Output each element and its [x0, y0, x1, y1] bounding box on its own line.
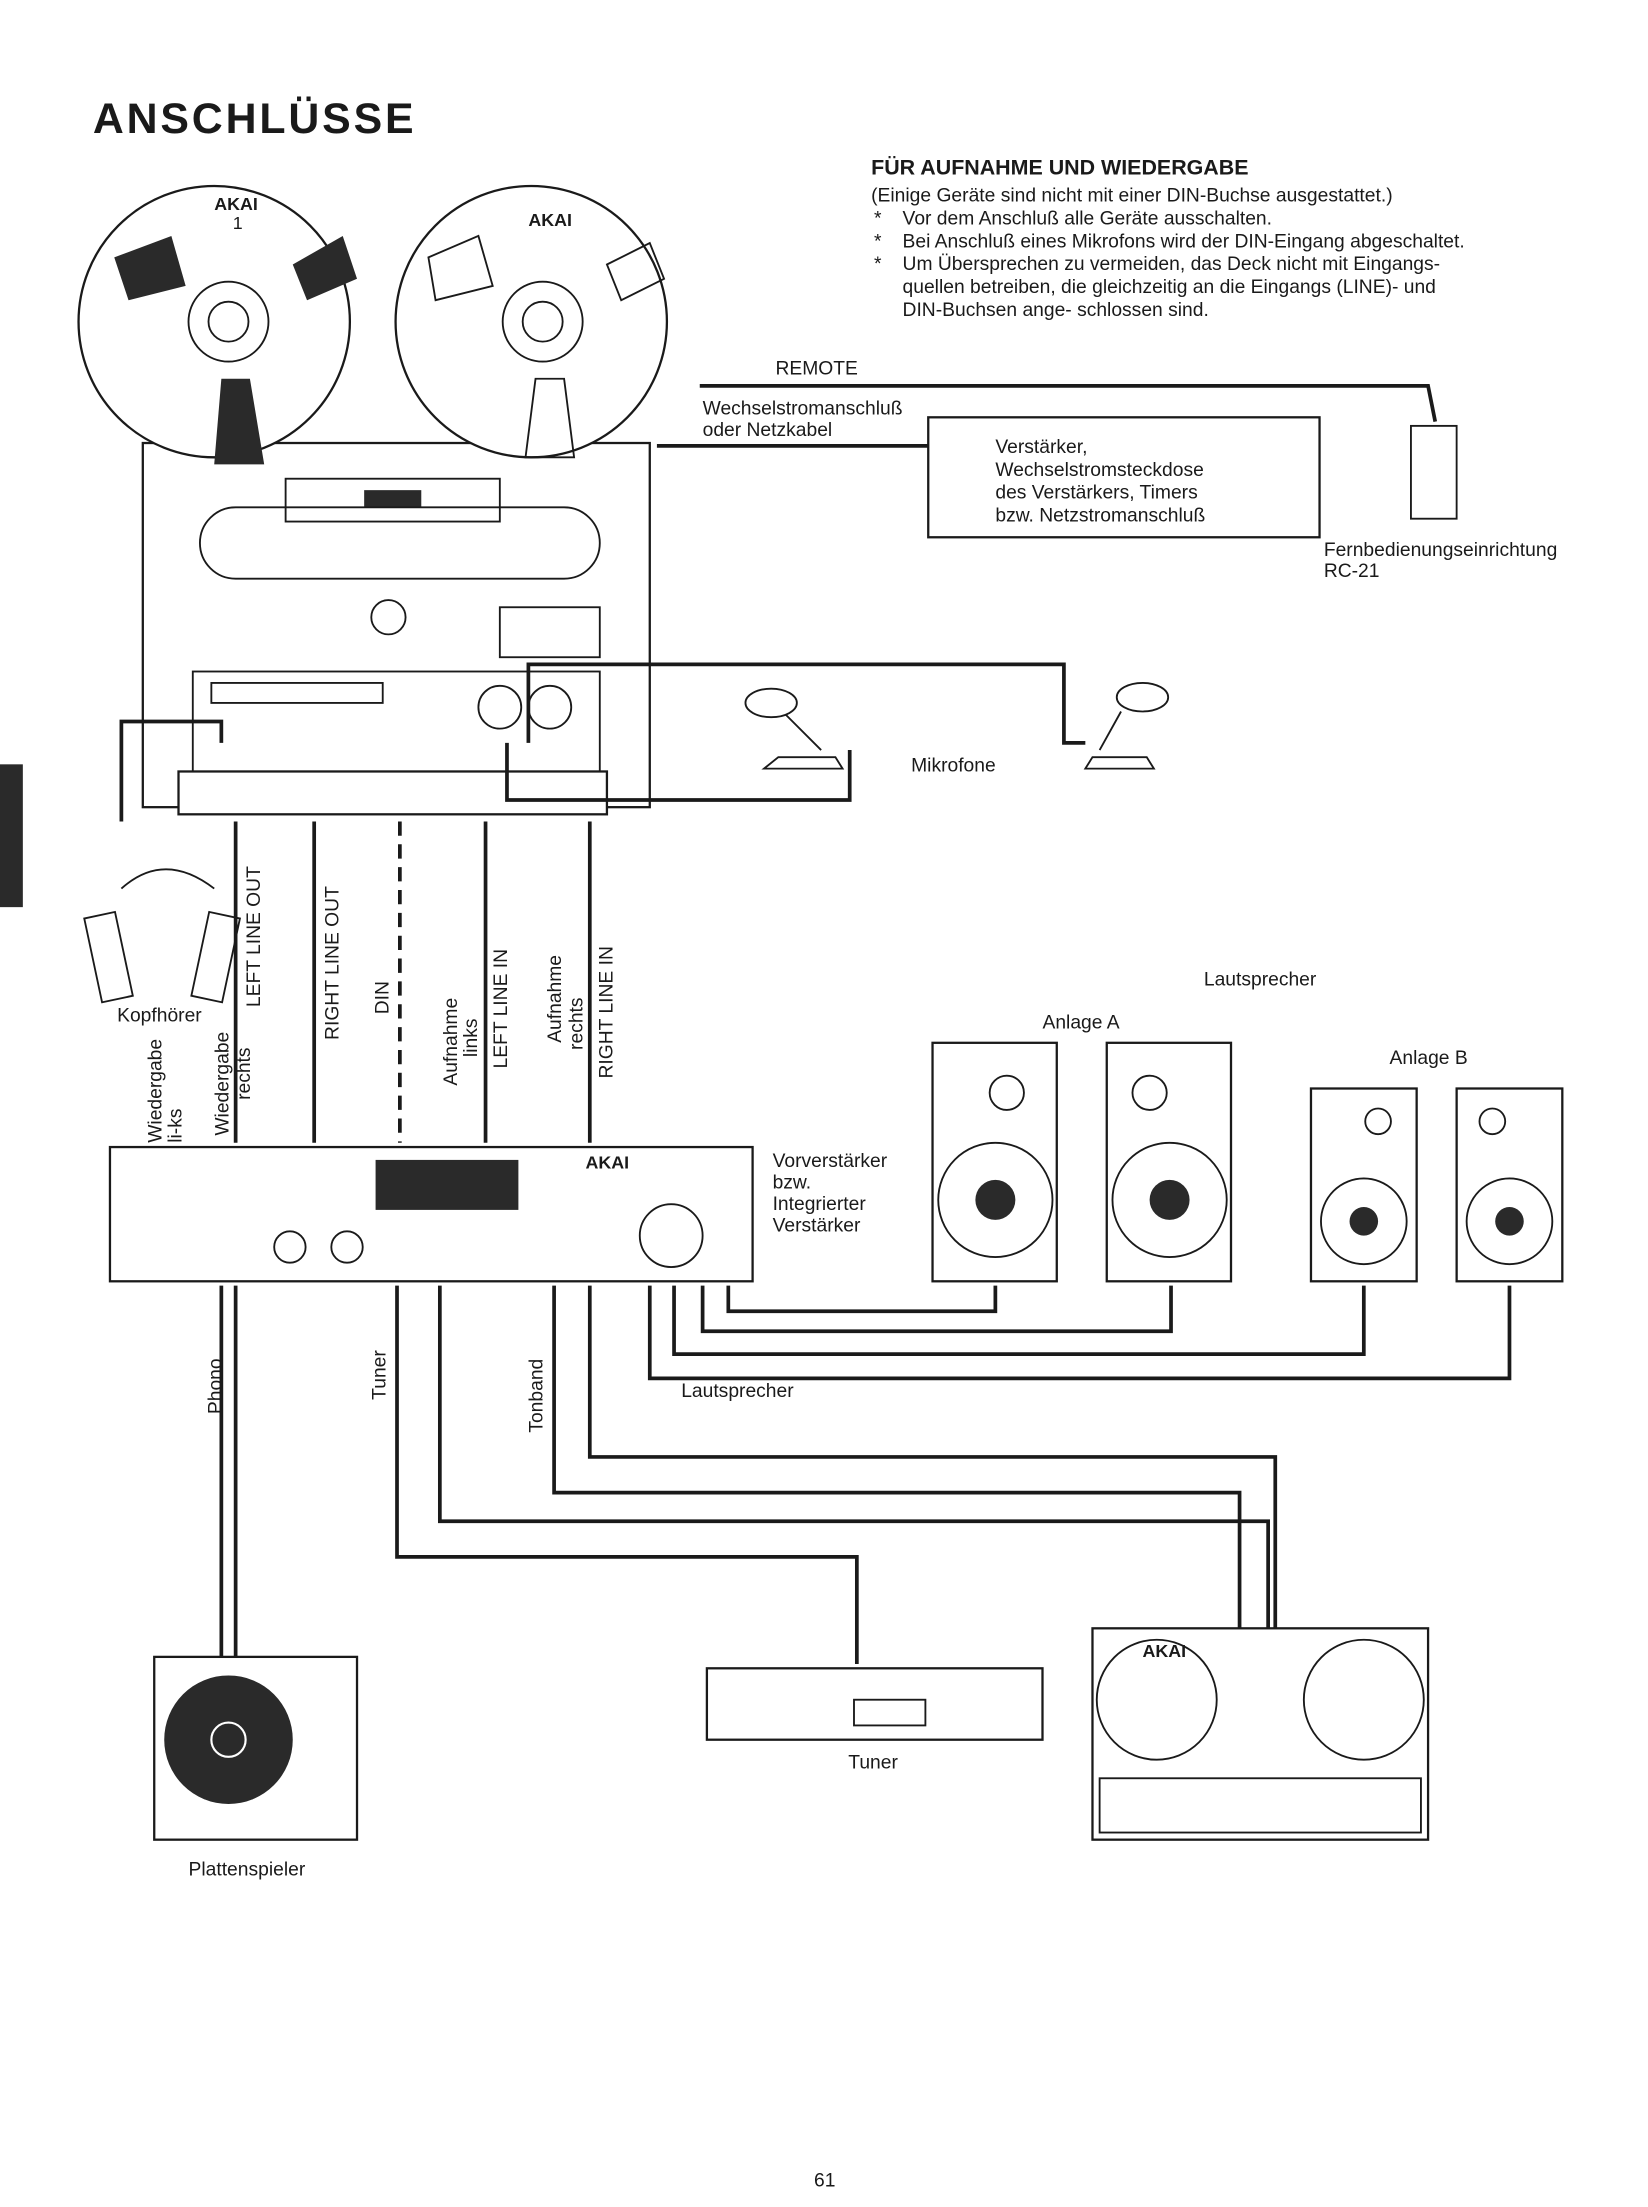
power-label: oder Netzkabel [703, 420, 833, 441]
remote-control-rc21 [1410, 424, 1458, 520]
headphones [83, 868, 242, 1004]
remote-label: REMOTE [775, 358, 858, 379]
notes-heading: FÜR AUFNAHME UND WIEDERGABE [871, 155, 1248, 180]
vertical-labels: Wiedergabe li-ks LEFT LINE OUT Wiedergab… [145, 866, 617, 1143]
note-item: DIN-Buchsen ange- schlossen sind. [903, 300, 1209, 321]
tuner [705, 1667, 1044, 1741]
speakers-label: Lautsprecher [1204, 970, 1317, 991]
amplifier-label: bzw. [773, 1172, 812, 1193]
label: Wiedergabe [145, 1039, 166, 1143]
turntable-label: Plattenspieler [189, 1859, 306, 1880]
power-outlet-box [927, 416, 1321, 539]
remote-control-model: RC-21 [1324, 561, 1380, 582]
note-item: Vor dem Anschluß alle Geräte ausschalten… [903, 209, 1272, 230]
box-text: Verstärker, [995, 437, 1087, 458]
label: Aufnahme [545, 955, 566, 1043]
label: rechts [234, 1047, 255, 1099]
second-tape-deck: AKAI [1091, 1627, 1430, 1841]
label: links [461, 1019, 482, 1058]
notes-intro: (Einige Geräte sind nicht mit einer DIN-… [871, 186, 1392, 207]
bullet: * [874, 209, 882, 230]
speakers-label: Lautsprecher [681, 1381, 794, 1402]
note-item: Um Übersprechen zu vermeiden, das Deck n… [903, 254, 1441, 275]
note-item: quellen betreiben, die gleichzeitig an d… [903, 277, 1436, 298]
notes-block: FÜR AUFNAHME UND WIEDERGABE (Einige Gerä… [871, 155, 1465, 321]
amplifier: AKAI [108, 1145, 754, 1283]
tape-input-label: Tonband [527, 1359, 548, 1433]
amplifier-label: Integrierter [773, 1194, 867, 1215]
box-text: Wechselstromsteckdose [995, 460, 1203, 481]
tuner-label: Tuner [848, 1752, 898, 1773]
page-number: 61 [814, 2171, 835, 2192]
label: rechts [567, 997, 588, 1049]
note-item: Bei Anschluß eines Mikrofons wird der DI… [903, 231, 1465, 252]
akai-logo: AKAI [214, 194, 258, 214]
headphones-label: Kopfhörer [117, 1005, 202, 1026]
tuner-input-label: Tuner [370, 1350, 391, 1400]
label: RIGHT LINE OUT [322, 886, 343, 1040]
bullet: * [874, 254, 882, 275]
label: Aufnahme [441, 998, 462, 1086]
label: LEFT LINE IN [491, 949, 512, 1069]
turntable [153, 1655, 359, 1841]
page-tab-marker [0, 764, 23, 908]
label: LEFT LINE OUT [244, 866, 265, 1007]
bullet: * [874, 231, 882, 252]
label: Wiedergabe [212, 1032, 233, 1136]
microphones [505, 662, 1170, 802]
remote-control-label: Fernbedienungseinrichtung [1324, 540, 1557, 561]
page-title: ANSCHLÜSSE [93, 95, 417, 143]
system-b-label: Anlage B [1390, 1048, 1468, 1069]
system-a-label: Anlage A [1042, 1013, 1119, 1034]
label: li-ks [165, 1109, 186, 1143]
akai-logo: AKAI [586, 1152, 630, 1172]
label: DIN [372, 981, 393, 1014]
amplifier-label: Vorverstärker [773, 1151, 888, 1172]
akai-logo: AKAI [1142, 1641, 1186, 1661]
main-tape-deck: AKAI 1 AKAI [77, 184, 669, 816]
label: RIGHT LINE IN [597, 946, 618, 1078]
reel-number: 1 [233, 213, 243, 233]
box-text: des Verstärkers, Timers [995, 483, 1197, 504]
akai-logo: AKAI [528, 210, 572, 230]
microphones-label: Mikrofone [911, 755, 996, 776]
power-label: Wechselstromanschluß [703, 398, 903, 419]
amplifier-label: Verstärker [773, 1215, 861, 1236]
box-text: bzw. Netzstromanschluß [995, 506, 1205, 527]
speakers [931, 1041, 1564, 1283]
